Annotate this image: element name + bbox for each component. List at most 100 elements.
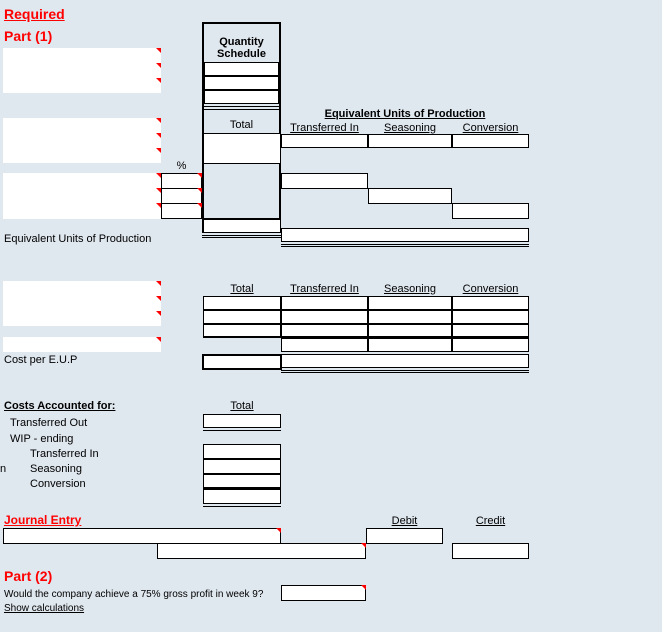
qs-quantity-input-3[interactable]	[204, 90, 279, 104]
qs-double-rule-bottom	[204, 109, 279, 110]
qs-description-input-2[interactable]	[3, 118, 161, 163]
eup-footer-rule-1	[281, 244, 529, 245]
costs-accounted-item-transferred-in: Transferred In	[30, 448, 99, 460]
costs-accounted-item-wip-ending: WIP - ending	[10, 433, 74, 445]
cost-col-header-total: Total	[230, 283, 254, 295]
comment-marker-icon	[156, 63, 161, 68]
comment-marker-icon	[361, 585, 366, 590]
comment-marker-icon	[197, 188, 202, 193]
part1-heading: Part (1)	[4, 28, 53, 44]
eup-cell-r3-seasoning[interactable]	[368, 188, 452, 204]
cost-cell-r4-seasoning[interactable]	[368, 338, 452, 352]
eup-col-header-conversion: Conversion	[462, 122, 519, 134]
qs-footer-rule-1	[202, 235, 281, 236]
eup-footer-total-row[interactable]	[281, 228, 529, 242]
cost-cell-r3-seasoning[interactable]	[368, 324, 452, 338]
cost-cell-r2-total[interactable]	[203, 310, 281, 324]
part2-answer-input[interactable]	[281, 585, 366, 601]
comment-marker-icon	[156, 118, 161, 123]
qs-description-input-1[interactable]	[3, 48, 161, 93]
costs-accounted-wip-conversion-input[interactable]	[203, 474, 281, 489]
quantity-schedule-title-line1: Quantity	[219, 36, 264, 48]
comment-marker-icon	[156, 78, 161, 83]
comment-marker-icon	[156, 203, 161, 208]
eup-cell-r1-transferred-in[interactable]	[281, 134, 368, 148]
qs-total-header: Total	[229, 119, 254, 131]
cost-cell-r2-seasoning[interactable]	[368, 310, 452, 324]
comment-marker-icon	[156, 173, 161, 178]
cost-cell-r1-transferred-in[interactable]	[281, 296, 368, 310]
comment-marker-icon	[276, 528, 281, 533]
cost-per-eup-total-cell[interactable]	[202, 354, 282, 370]
part2-question: Would the company achieve a 75% gross pr…	[4, 589, 264, 600]
costs-accounted-title: Costs Accounted for:	[4, 400, 116, 412]
eup-cell-r1-conversion[interactable]	[452, 134, 529, 148]
journal-entry-title: Journal Entry	[4, 513, 82, 527]
cost-cell-r4-transferred-in[interactable]	[281, 338, 368, 352]
costs-accounted-clipped-text: n	[0, 463, 7, 475]
costs-accounted-wip-subtotal-input[interactable]	[203, 489, 281, 504]
cost-footer-rule-2	[281, 372, 529, 373]
comment-marker-icon	[156, 311, 161, 316]
comment-marker-icon	[156, 188, 161, 193]
cost-cell-r2-transferred-in[interactable]	[281, 310, 368, 324]
costs-accounted-item-transferred-out: Transferred Out	[10, 417, 88, 429]
cost-footer-rule-1	[281, 370, 529, 371]
comment-marker-icon	[156, 133, 161, 138]
eup-cell-r4-conversion[interactable]	[452, 203, 529, 219]
cost-cell-r1-total[interactable]	[203, 296, 281, 310]
cost-per-eup-label: Cost per E.U.P	[4, 354, 78, 366]
journal-credit-header: Credit	[475, 515, 506, 527]
qs-double-rule-top	[204, 106, 279, 107]
costs-accounted-transferred-out-input[interactable]	[203, 414, 281, 428]
costs-accounted-rule-2	[203, 506, 281, 507]
comment-marker-icon	[156, 148, 161, 153]
comment-marker-icon	[156, 281, 161, 286]
percent-column-header: %	[176, 160, 187, 172]
comment-marker-icon	[156, 296, 161, 301]
comment-marker-icon	[197, 203, 202, 208]
part2-heading: Part (2)	[4, 568, 53, 584]
journal-row1-debit-input[interactable]	[366, 528, 443, 544]
qs-total-value-input[interactable]	[203, 133, 281, 164]
eup-cell-r2-transferred-in[interactable]	[281, 173, 368, 189]
cost-cell-r1-seasoning[interactable]	[368, 296, 452, 310]
journal-row2-credit-input[interactable]	[452, 543, 529, 559]
percent-input-row-3[interactable]	[161, 203, 202, 219]
qs-description-input-3[interactable]	[3, 173, 161, 219]
journal-row2-account-input[interactable]	[157, 543, 366, 559]
qs-grand-total-cell[interactable]	[203, 218, 281, 233]
qs-quantity-input-1[interactable]	[204, 62, 279, 76]
costs-accounted-wip-transferred-in-input[interactable]	[203, 444, 281, 459]
quantity-schedule-title-line2: Schedule	[217, 48, 266, 60]
comment-marker-icon	[156, 48, 161, 53]
qs-quantity-input-2[interactable]	[204, 76, 279, 90]
qs-footer-rule-2	[202, 237, 281, 238]
cost-description-input-1[interactable]	[3, 281, 161, 326]
comment-marker-icon	[156, 337, 161, 342]
show-calculations-link[interactable]: Show calculations	[4, 603, 85, 614]
percent-input-row-2[interactable]	[161, 188, 202, 204]
comment-marker-icon	[197, 173, 202, 178]
eup-col-header-transferred-in: Transferred In	[290, 122, 359, 134]
cost-cell-r3-conversion[interactable]	[452, 324, 529, 338]
eup-cell-r1-seasoning[interactable]	[368, 134, 452, 148]
eup-footer-label: Equivalent Units of Production	[4, 233, 152, 245]
required-heading: Required	[4, 6, 65, 22]
eup-footer-rule-2	[281, 246, 529, 247]
journal-row1-account-input[interactable]	[3, 528, 281, 544]
cost-per-eup-detail-row[interactable]	[281, 354, 529, 368]
cost-description-input-2[interactable]	[3, 337, 161, 352]
cost-cell-r2-conversion[interactable]	[452, 310, 529, 324]
cost-cell-r1-conversion[interactable]	[452, 296, 529, 310]
costs-accounted-item-seasoning: Seasoning	[30, 463, 82, 475]
costs-accounted-wip-seasoning-input[interactable]	[203, 459, 281, 474]
cost-cell-r3-transferred-in[interactable]	[281, 324, 368, 338]
cost-cell-r4-conversion[interactable]	[452, 338, 529, 352]
eup-col-header-seasoning: Seasoning	[384, 122, 436, 134]
cost-cell-r3-total[interactable]	[203, 324, 281, 338]
comment-marker-icon	[361, 543, 366, 548]
percent-input-row-1[interactable]	[161, 173, 202, 189]
cost-col-header-transferred-in: Transferred In	[290, 283, 359, 295]
cost-col-header-seasoning: Seasoning	[384, 283, 436, 295]
